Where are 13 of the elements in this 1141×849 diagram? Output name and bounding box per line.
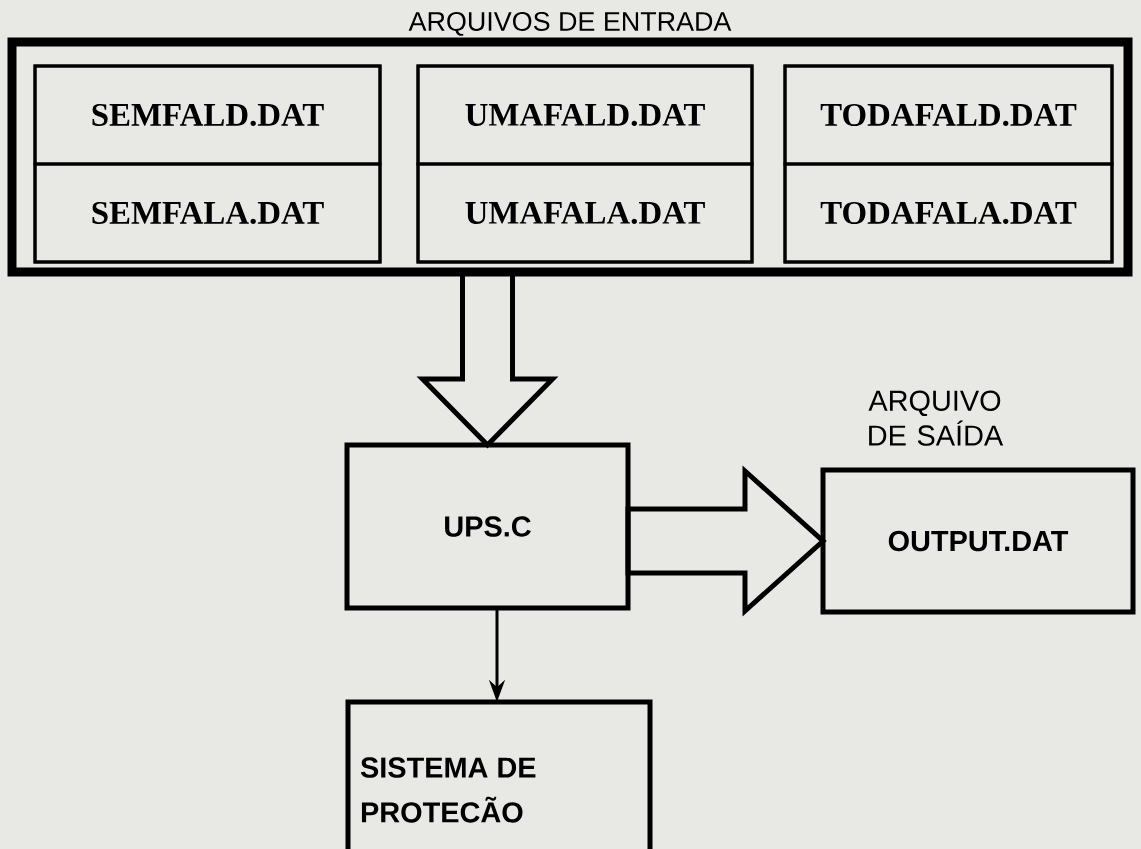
system-box: SISTEMA DE PROTECÃO <box>345 699 653 849</box>
heading: ARQUIVOS DE ENTRADA <box>408 11 732 36</box>
file-cell: UMAFALA.DAT <box>416 162 754 264</box>
file-cell: TODAFALD.DAT <box>783 64 1114 166</box>
heading: ARQUIVO DE SAÍDA <box>868 390 1004 446</box>
block-arrow <box>625 465 827 617</box>
file-cell: SEMFALA.DAT <box>33 162 382 264</box>
file-cell: SEMFALD.DAT <box>33 64 382 166</box>
block-arrow <box>416 269 559 449</box>
file-cell: UMAFALD.DAT <box>416 64 754 166</box>
output-file-box: OUTPUT.DAT <box>820 467 1136 615</box>
program-box: UPS.C <box>344 442 631 611</box>
file-cell: TODAFALA.DAT <box>783 162 1114 264</box>
